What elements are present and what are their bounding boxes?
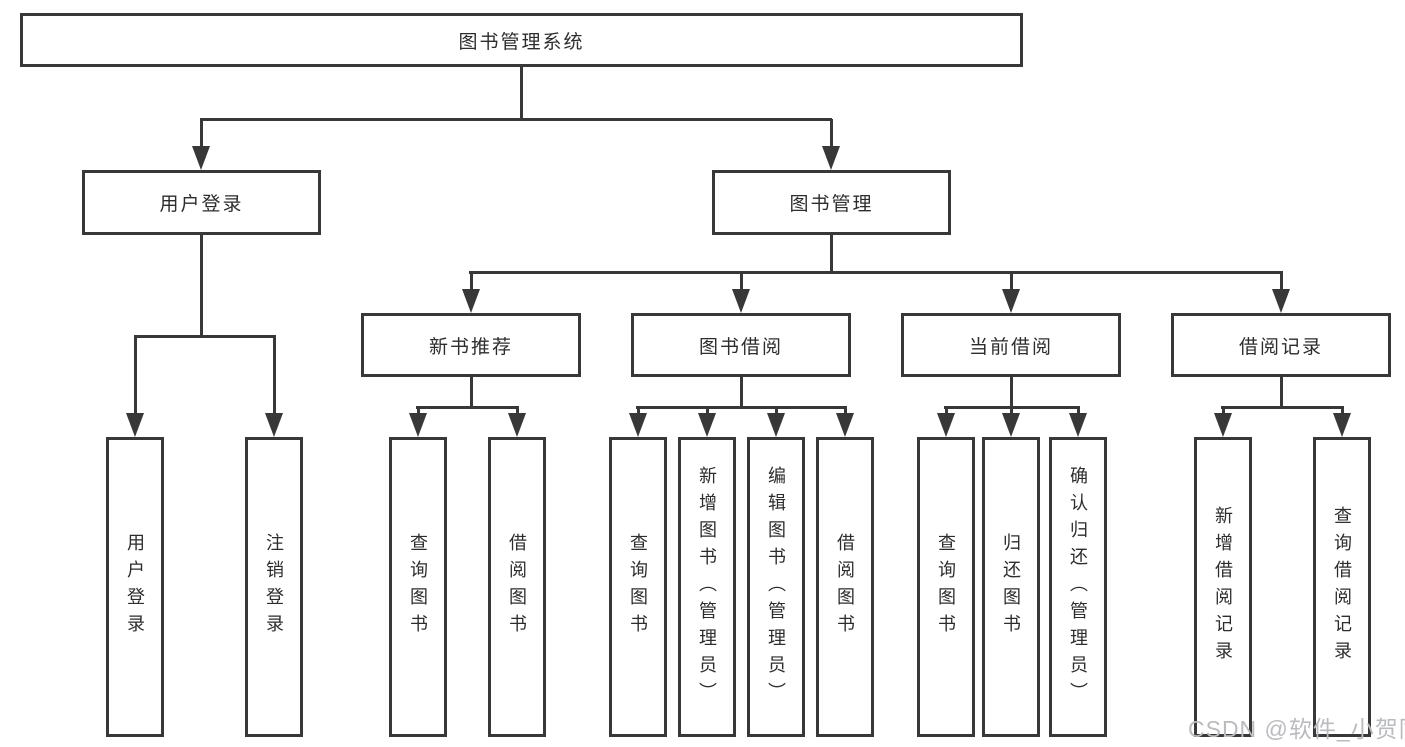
arrow-down-icon [822,146,840,170]
arrow-down-icon [192,146,210,170]
arrow-down-icon [1272,289,1290,313]
connector-line [1010,272,1013,291]
connector-line [945,409,948,415]
leaf-return-book: 归还图书 [982,437,1040,737]
connector-line [200,118,832,121]
arrow-down-icon [1002,413,1020,437]
connector-line [740,272,743,291]
connector-line [740,377,743,409]
connector-line [706,409,709,415]
connector-line [134,338,137,415]
node-book-management-label: 图书管理 [789,194,874,215]
arrow-down-icon [1333,413,1351,437]
connector-line [1010,377,1013,409]
connector-line [637,409,640,415]
csdn-watermark: CSDN @软件_小贺同学 [1188,716,1405,742]
arrow-down-icon [629,413,647,437]
connector-line [1280,377,1283,409]
node-user-login: 用户登录 [82,170,321,235]
connector-line [1077,409,1080,415]
leaf-add-borrow-record-label: 新增借阅记录 [1213,506,1233,668]
arrow-down-icon [767,413,785,437]
connector-line [944,406,1080,409]
leaf-query-books-recommend-label: 查询图书 [408,533,428,641]
leaf-borrow-books: 借阅图书 [816,437,874,737]
leaf-query-books-current: 查询图书 [917,437,975,737]
connector-line [1341,409,1344,415]
leaf-confirm-return-admin: 确认归还（管理员） [1049,437,1107,737]
leaf-borrow-books-recommend: 借阅图书 [488,437,546,737]
connector-line [417,409,420,415]
node-current-borrowing: 当前借阅 [901,313,1121,377]
node-current-borrowing-label: 当前借阅 [968,336,1053,358]
arrow-down-icon [698,413,716,437]
node-book-management: 图书管理 [712,170,951,235]
connector-line [520,67,523,119]
connector-line [636,406,847,409]
arrow-down-icon [1214,413,1232,437]
arrow-down-icon [1069,413,1087,437]
connector-line [416,406,519,409]
node-root: 图书管理系统 [20,13,1023,67]
connector-line [516,409,519,415]
arrow-down-icon [462,289,480,313]
node-new-book-recommendation: 新书推荐 [361,313,581,377]
arrow-down-icon [732,289,750,313]
connector-line [200,119,203,149]
arrow-down-icon [937,413,955,437]
leaf-borrow-books-label: 借阅图书 [835,533,855,641]
connector-line [273,338,276,415]
leaf-user-login-label: 用户登录 [125,533,145,641]
leaf-logout-label: 注销登录 [264,533,284,641]
node-book-borrowing: 图书借阅 [631,313,851,377]
connector-line [470,272,473,291]
connector-line [1221,406,1344,409]
leaf-confirm-return-admin-label: 确认归还（管理员） [1068,465,1088,709]
leaf-user-login: 用户登录 [106,437,164,737]
leaf-edit-book-admin-label: 编辑图书（管理员） [766,465,786,709]
leaf-query-books-borrow: 查询图书 [609,437,667,737]
arrow-down-icon [836,413,854,437]
arrow-down-icon [1002,289,1020,313]
arrow-down-icon [265,413,283,437]
arrow-down-icon [508,413,526,437]
leaf-add-book-admin: 新增图书（管理员） [678,437,736,737]
leaf-borrow-books-recommend-label: 借阅图书 [507,533,527,641]
leaf-add-book-admin-label: 新增图书（管理员） [697,465,717,709]
connector-line [200,235,203,337]
node-borrowing-records: 借阅记录 [1171,313,1391,377]
arrow-down-icon [126,413,144,437]
node-book-borrowing-label: 图书借阅 [698,336,783,358]
leaf-query-books-current-label: 查询图书 [936,533,956,641]
node-user-login-label: 用户登录 [159,194,244,215]
leaf-query-books-recommend: 查询图书 [389,437,447,737]
connector-line [470,377,473,409]
connector-line [469,271,1283,274]
node-root-label: 图书管理系统 [458,31,585,53]
connector-line [830,235,833,272]
connector-line [134,335,276,338]
leaf-query-books-borrow-label: 查询图书 [628,533,648,641]
leaf-query-borrow-record-label: 查询借阅记录 [1332,506,1352,668]
connector-line [830,119,833,149]
connector-line [775,409,778,415]
leaf-edit-book-admin: 编辑图书（管理员） [747,437,805,737]
connector-line [1280,272,1283,291]
leaf-query-borrow-record: 查询借阅记录 [1313,437,1371,737]
connector-line [1010,409,1013,415]
node-new-book-recommendation-label: 新书推荐 [428,336,513,358]
connector-line [1222,409,1225,415]
node-borrowing-records-label: 借阅记录 [1238,336,1323,358]
leaf-add-borrow-record: 新增借阅记录 [1194,437,1252,737]
leaf-logout: 注销登录 [245,437,303,737]
connector-line [844,409,847,415]
arrow-down-icon [409,413,427,437]
leaf-return-book-label: 归还图书 [1001,533,1021,641]
